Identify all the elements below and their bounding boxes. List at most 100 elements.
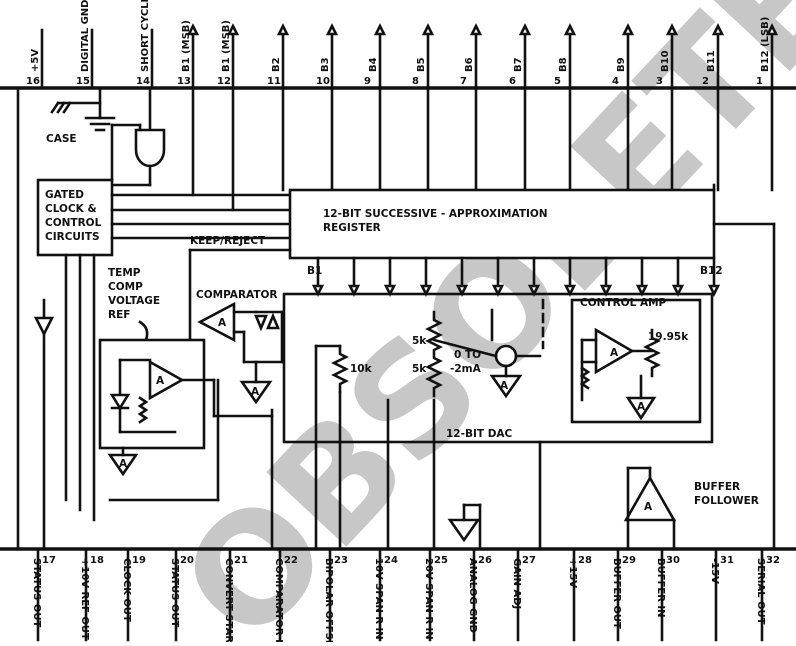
- bottom-pin-18: 18+10V REF OUT: [79, 547, 104, 642]
- pin-number: 3: [656, 76, 663, 87]
- pin-number: 27: [522, 555, 536, 566]
- buffer-follower-amp: [623, 475, 677, 522]
- current-label-2: -2mA: [450, 363, 482, 375]
- pin-number: 14: [136, 76, 150, 87]
- svg-text:5k: 5k: [412, 335, 427, 347]
- pin-arrow: [325, 23, 339, 36]
- keep-reject: KEEP/REJECT: [188, 235, 292, 347]
- svg-text:A: A: [637, 401, 646, 413]
- gated-clock-block: GATED CLOCK & CONTROL CIRCUITS: [36, 86, 292, 522]
- pin-number: 28: [578, 555, 592, 566]
- dac-bit-arrow: [347, 284, 361, 297]
- comparator-amp: [197, 301, 236, 343]
- dac-block: 12-BIT DAC 10k 5k 5k 0 TO -2mA A: [282, 292, 714, 551]
- resistor-divider: [425, 310, 443, 398]
- svg-text:A: A: [500, 380, 509, 392]
- pin-label: STATUS OUT: [31, 558, 42, 627]
- svg-text:A: A: [644, 501, 653, 513]
- svg-text:A: A: [610, 347, 619, 359]
- dac-label: 12-BIT DAC: [446, 428, 513, 440]
- top-pin-14: 14 SHORT CYCLE IN: [136, 0, 154, 90]
- pin-number: 22: [284, 555, 298, 566]
- pin-label: BIPOLAR OFFSET: [323, 558, 334, 642]
- sar-block: 12-BIT SUCCESSIVE - APPROXIMATION REGIST…: [288, 188, 723, 297]
- pin-number: 29: [622, 555, 636, 566]
- pin-label: B8: [558, 57, 569, 72]
- pin-label: B12 (LSB): [760, 17, 771, 72]
- comparator-block: COMPARATOR A A: [196, 289, 284, 551]
- dac-bit-arrow: [311, 284, 325, 297]
- bottom-pin-31: 31-15V: [709, 547, 734, 642]
- pin-number: 9: [364, 76, 371, 87]
- pin-number: 26: [478, 555, 492, 566]
- pin-arrow: [373, 23, 387, 36]
- keep-reject-label: KEEP/REJECT: [190, 235, 266, 247]
- pin-number: 8: [412, 76, 419, 87]
- comparator-label: COMPARATOR: [196, 289, 278, 301]
- pin-number: 23: [334, 555, 348, 566]
- pin-number: 10: [316, 76, 330, 87]
- top-pin-8: 8B5: [412, 23, 435, 192]
- pin-arrow: [226, 23, 240, 36]
- pin-arrow: [711, 23, 725, 36]
- pin-number: 20: [180, 555, 194, 566]
- pin-number: 2: [702, 76, 709, 87]
- pin-arrow: [665, 23, 679, 36]
- current-label-1: 0 TO: [454, 349, 481, 361]
- dac-bit-arrow: [527, 284, 541, 297]
- pin-label: DIGITAL GND: [80, 0, 91, 72]
- status-buffer-amp: [33, 316, 55, 337]
- pin-number: 12: [217, 76, 231, 87]
- current-source: [494, 344, 518, 368]
- pin-number: 19: [132, 555, 146, 566]
- control-amp-label: CONTROL AMP: [580, 297, 667, 309]
- buffer-follower-label: BUFFER FOLLOWER: [694, 481, 759, 507]
- pin-arrow: [518, 23, 532, 36]
- pin-number: 11: [267, 76, 281, 87]
- short-cycle-gate: [110, 86, 166, 187]
- svg-text:A: A: [156, 375, 165, 387]
- pin-number: 5: [554, 76, 561, 87]
- pin-arrow: [186, 23, 200, 36]
- svg-text:A: A: [218, 317, 227, 329]
- pin-label: 10V SPAN R IN: [373, 558, 384, 640]
- pin-label: BUFFER OUT: [611, 558, 622, 629]
- pin-number: 18: [90, 555, 104, 566]
- control-amp-block: CONTROL AMP A 19.95k A: [570, 297, 702, 424]
- top-pin-7: 7B6: [460, 23, 483, 192]
- case-label: CASE: [46, 133, 77, 145]
- pin-label: SERIAL OUT: [755, 558, 766, 625]
- pin-arrow: [765, 23, 779, 36]
- pin-label: STATUS OUT: [169, 558, 180, 627]
- svg-text:19.95k: 19.95k: [648, 331, 689, 343]
- pin-number: 17: [42, 555, 56, 566]
- top-pin-4: 4B9: [612, 23, 635, 192]
- ref-label: TEMP COMP VOLTAGE REF: [108, 267, 164, 321]
- status-buffer: [33, 298, 55, 551]
- pin-number: 30: [666, 555, 680, 566]
- pin-number: 31: [720, 555, 734, 566]
- top-pin-9: 9B4: [364, 23, 387, 192]
- pin-number: 7: [460, 76, 467, 87]
- pin-label: B2: [271, 57, 282, 72]
- pin-label: SHORT CYCLE IN: [140, 0, 151, 72]
- pin-number: 32: [766, 555, 780, 566]
- dac-bit-arrow: [707, 284, 721, 297]
- dac-bit-arrow: [383, 284, 397, 297]
- pin-label: CLOCK OUT: [121, 558, 132, 622]
